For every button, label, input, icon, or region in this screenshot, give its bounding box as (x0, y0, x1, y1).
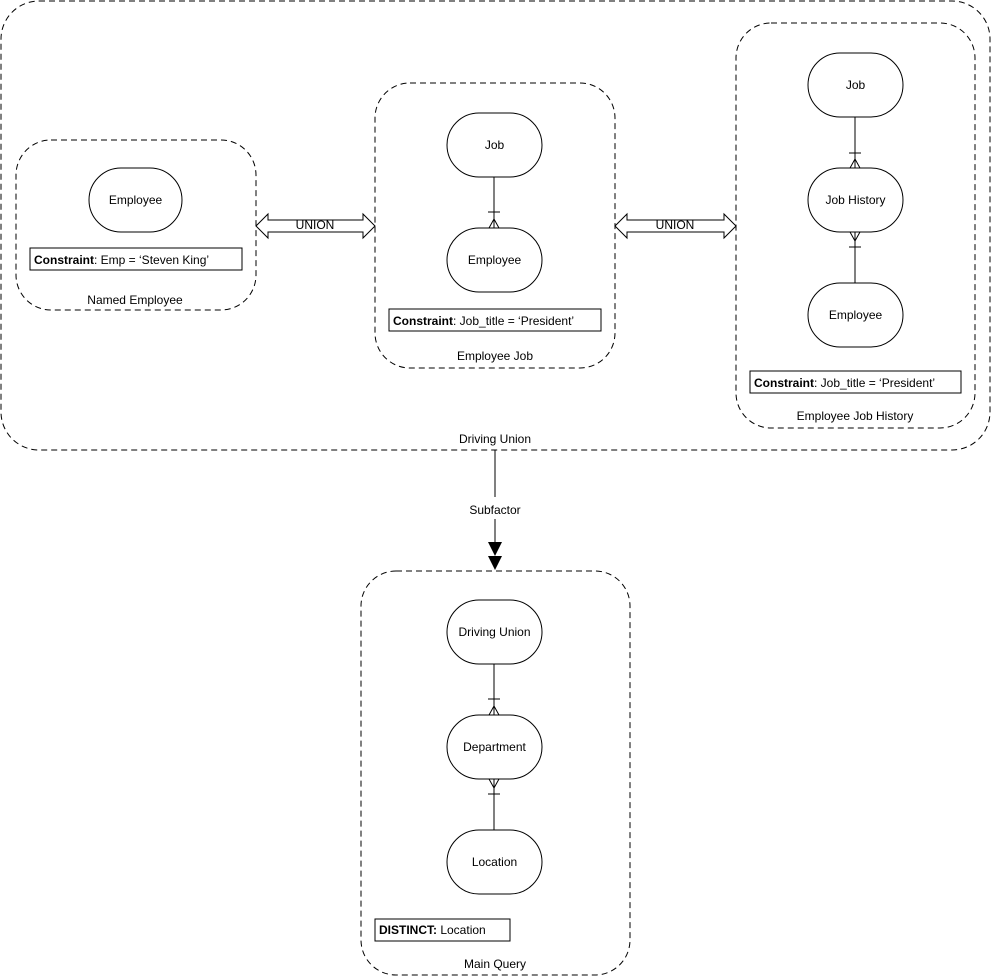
constraint-expression: : Emp = ‘Steven King’ (94, 253, 209, 267)
constraint-expression: : Job_title = ‘President’ (453, 314, 574, 328)
entity-label: Employee (109, 193, 163, 207)
entity-driving-union[interactable]: Driving Union (446, 599, 543, 665)
svg-text:Constraint: Job_title = ‘Presi: Constraint: Job_title = ‘President’ (393, 314, 574, 328)
entity-employee[interactable]: Employee (446, 227, 543, 293)
cardinality-many-mark (488, 217, 500, 229)
constraint-keyword: Constraint (754, 376, 814, 390)
group-employee-job: Employee Job Job Employee Constraint: Jo… (374, 82, 616, 369)
constraint-keyword: Constraint (34, 253, 94, 267)
entity-label: Employee (468, 253, 522, 267)
distinct-expression: Location (437, 923, 486, 937)
entity-label: Employee (829, 308, 883, 322)
entity-label: Job (846, 78, 866, 92)
cardinality-many-mark (849, 231, 861, 243)
entity-job-history[interactable]: Job History (807, 167, 904, 233)
constraint-keyword: Constraint (393, 314, 453, 328)
constraint-box: Constraint: Job_title = ‘President’ (749, 370, 962, 394)
constraint-box: Constraint: Emp = ‘Steven King’ (29, 247, 243, 271)
subfactor-connector: Subfactor (460, 450, 530, 570)
entity-employee[interactable]: Employee (88, 167, 183, 233)
arrow-head-icon (488, 542, 502, 556)
subfactor-label: Subfactor (469, 503, 520, 517)
entity-department[interactable]: Department (446, 714, 543, 780)
entity-job[interactable]: Job (807, 52, 904, 118)
entity-label: Job (485, 138, 505, 152)
distinct-keyword: DISTINCT: (379, 923, 437, 937)
entity-label: Driving Union (458, 625, 530, 639)
cardinality-many-mark (849, 157, 861, 169)
arrow-head-icon (488, 556, 502, 570)
entity-label: Job History (825, 193, 885, 207)
entity-location[interactable]: Location (446, 829, 543, 895)
constraint-box: Constraint: Job_title = ‘President’ (388, 308, 602, 332)
svg-text:Constraint: Emp = ‘Steven King: Constraint: Emp = ‘Steven King’ (34, 253, 209, 267)
constraint-expression: : Job_title = ‘President’ (814, 376, 935, 390)
entity-label: Location (472, 855, 517, 869)
union-connector-left: UNION (255, 212, 376, 240)
group-label-driving-union: Driving Union (459, 432, 531, 446)
distinct-box: DISTINCT: Location (374, 918, 511, 942)
svg-text:Constraint: Job_title = ‘Presi: Constraint: Job_title = ‘President’ (754, 376, 935, 390)
union-label: UNION (656, 218, 695, 232)
group-label-named-employee: Named Employee (87, 293, 183, 307)
cardinality-many-mark (488, 778, 500, 790)
group-label-employee-job-history: Employee Job History (797, 409, 914, 423)
group-label-employee-job: Employee Job (457, 349, 533, 363)
group-named-employee: Named Employee Employee Constraint: Emp … (15, 139, 257, 311)
entity-employee[interactable]: Employee (807, 282, 904, 348)
group-employee-job-history: Employee Job History Job Job History Emp… (735, 22, 976, 429)
union-connector-right: UNION (614, 212, 737, 240)
svg-text:DISTINCT: Location: DISTINCT: Location (379, 923, 486, 937)
entity-job[interactable]: Job (446, 112, 543, 178)
cardinality-many-mark (488, 704, 500, 716)
group-main-query: Main Query Driving Union Department Loca… (360, 570, 631, 976)
entity-label: Department (463, 740, 526, 754)
group-label-main-query: Main Query (464, 957, 526, 971)
union-label: UNION (296, 218, 335, 232)
